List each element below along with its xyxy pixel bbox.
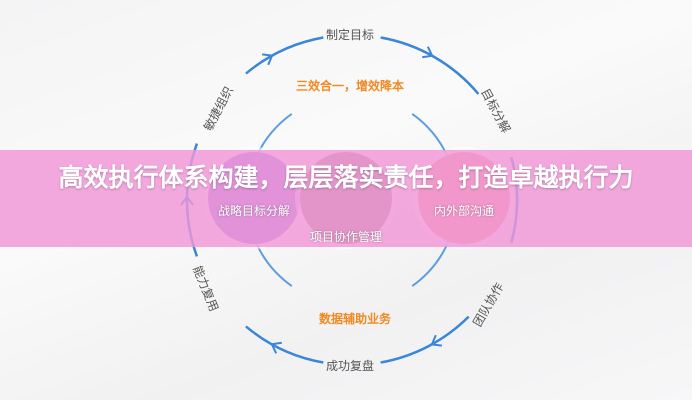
outer-ring-segment: [380, 315, 470, 364]
arrow-chevron-icon: [430, 334, 442, 347]
inner-label-top: 三效合一，增效降本: [296, 79, 405, 93]
arrow-chevron-icon: [270, 341, 282, 354]
circle-strategy-label: 战略目标分解: [217, 204, 290, 218]
outer-ring-segment: [245, 325, 324, 364]
arrow-chevron-icon: [262, 53, 274, 66]
circle-project-label: 项目协作管理: [309, 230, 382, 244]
page-title: 高效执行体系构建，层层落实责任，打造卓越执行力: [58, 163, 634, 192]
outer-label-top: 制定目标: [326, 28, 375, 42]
outer-ring-segment: [245, 36, 324, 75]
title-banner: [0, 150, 692, 247]
outer-ring-segment: [380, 36, 480, 95]
circle-communication-label: 内外部沟通: [433, 204, 494, 218]
arrow-chevron-icon: [422, 46, 434, 59]
inner-label-bottom: 数据辅助业务: [319, 312, 392, 326]
outer-label-bottom: 成功复盘: [326, 359, 375, 373]
